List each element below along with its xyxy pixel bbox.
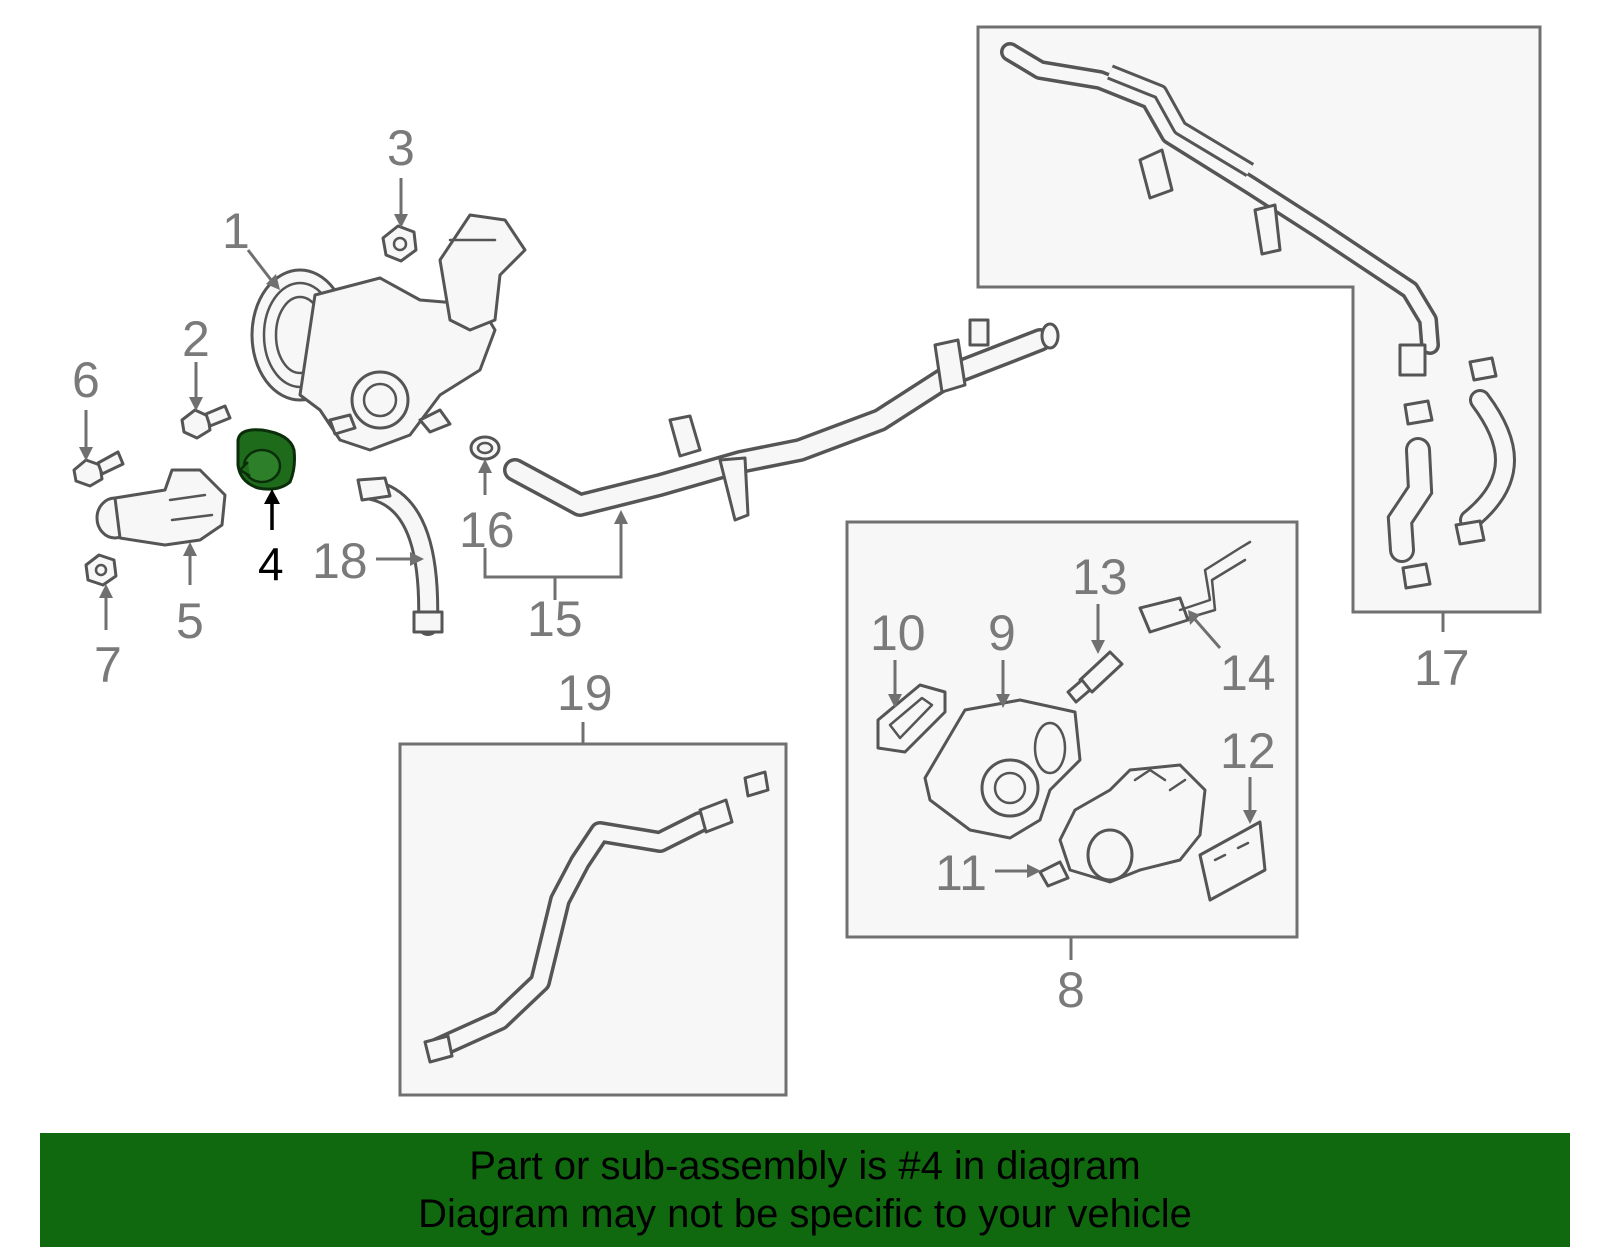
hose-part-18[interactable] xyxy=(356,476,444,636)
callout-4: 4 xyxy=(258,538,284,590)
callout-19: 19 xyxy=(557,665,613,721)
callout-6: 6 xyxy=(72,352,100,408)
thermostat-assembly-part-11[interactable] xyxy=(1038,763,1207,888)
bracket-part-12[interactable] xyxy=(1198,820,1267,902)
callout-18: 18 xyxy=(312,533,368,589)
callout-17: 17 xyxy=(1414,640,1470,696)
bolt-part-6[interactable] xyxy=(72,450,125,488)
thermostat-part-4[interactable] xyxy=(236,428,296,491)
callout-2: 2 xyxy=(182,311,210,367)
water-pump-part-1[interactable] xyxy=(250,213,527,452)
banner-disclaimer-line: Diagram may not be specific to your vehi… xyxy=(418,1192,1192,1236)
callout-7: 7 xyxy=(94,637,122,693)
thermostat-housing-part-9[interactable] xyxy=(923,698,1082,840)
info-banner: Part or sub-assembly is #4 in diagram Di… xyxy=(40,1133,1570,1247)
pipe-assembly-part-17[interactable] xyxy=(1000,42,1516,590)
callout-9: 9 xyxy=(988,605,1016,661)
callout-10: 10 xyxy=(870,605,926,661)
callout-12: 12 xyxy=(1220,723,1276,779)
bolt-part-2[interactable] xyxy=(180,404,232,440)
o-ring-part-16[interactable] xyxy=(469,435,501,461)
nut-part-7[interactable] xyxy=(84,553,118,587)
callout-3: 3 xyxy=(387,120,415,176)
nut-part-3[interactable] xyxy=(381,224,418,263)
parts-diagram: 1 2 3 4 5 6 7 8 9 10 11 12 13 14 15 16 1… xyxy=(72,25,1542,1097)
callout-13: 13 xyxy=(1072,549,1128,605)
outlet-housing-part-5[interactable] xyxy=(95,468,227,547)
callout-14: 14 xyxy=(1220,645,1276,701)
callout-15: 15 xyxy=(527,591,583,647)
hose-part-19[interactable] xyxy=(423,770,770,1064)
banner-part-line: Part or sub-assembly is #4 in diagram xyxy=(469,1144,1141,1188)
box-17 xyxy=(976,25,1542,614)
leader-arrowheads xyxy=(79,214,1257,878)
sensor-part-13[interactable] xyxy=(1066,650,1124,704)
callout-1: 1 xyxy=(222,203,250,259)
callout-5: 5 xyxy=(176,593,204,649)
harness-part-14[interactable] xyxy=(1138,540,1252,634)
callout-11: 11 xyxy=(935,845,987,901)
water-pipe-part-15[interactable] xyxy=(503,318,1060,522)
callout-8: 8 xyxy=(1057,962,1085,1018)
callout-16: 16 xyxy=(459,502,515,558)
gasket-part-10[interactable] xyxy=(876,683,947,754)
